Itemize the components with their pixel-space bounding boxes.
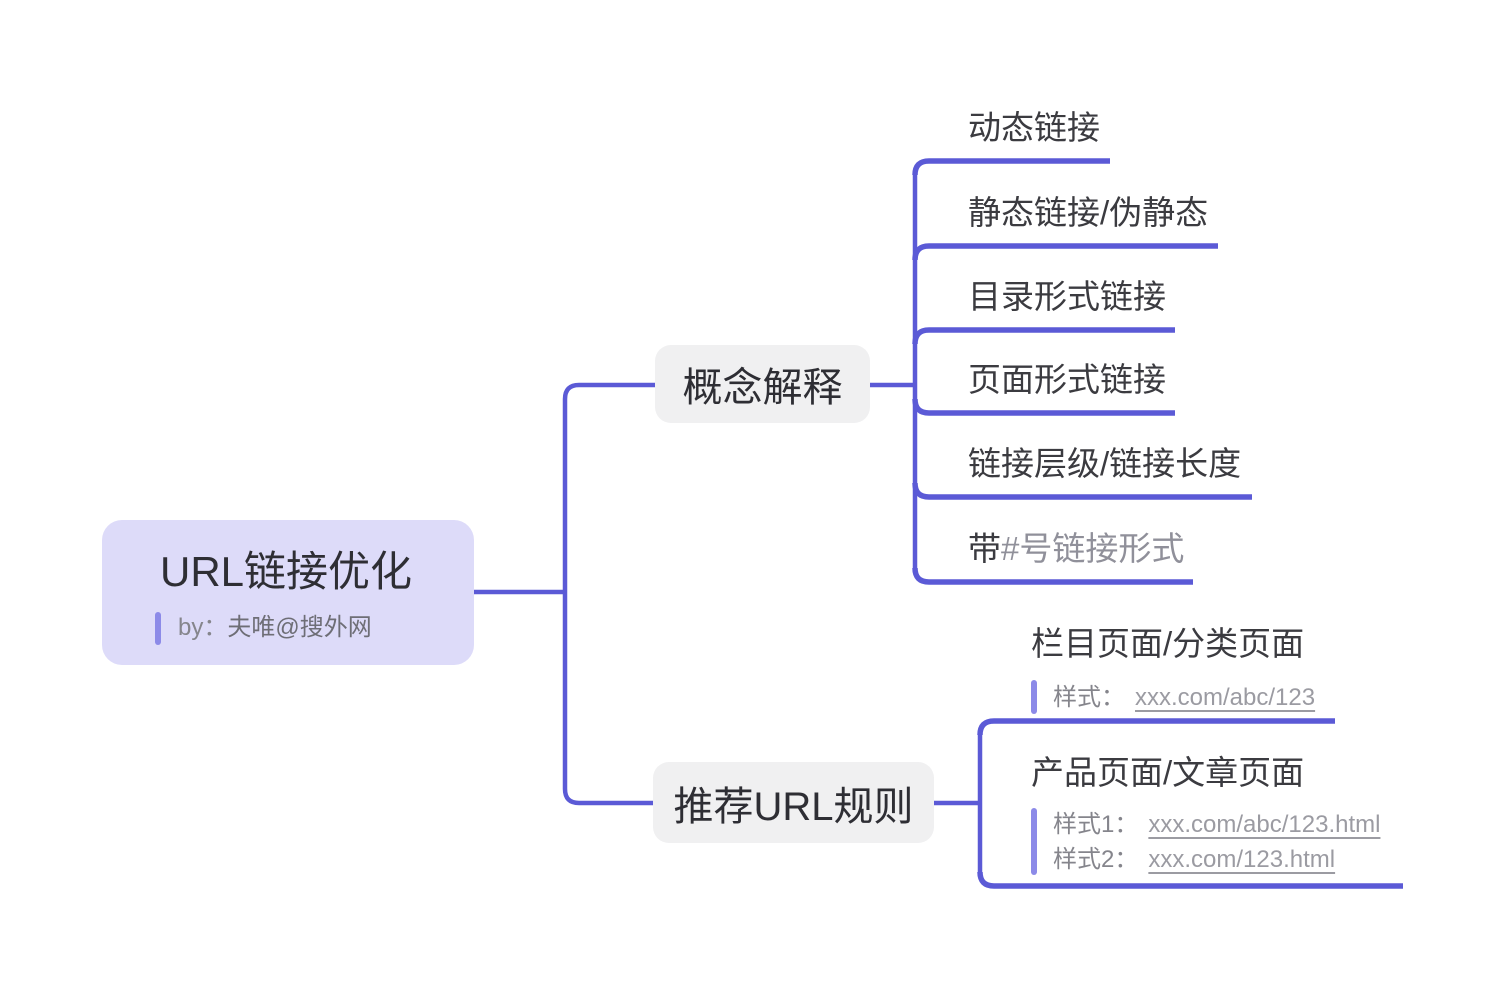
product-note-1-label: 样式1： [1053,811,1139,838]
leaf-hash-link-muted-part: #号链接形式 [1001,530,1185,567]
leaf-topic-page-link[interactable]: 页面形式链接 [968,361,1166,398]
product-note-2-link[interactable]: xxx.com/123.html [1148,846,1336,873]
underline-directory-link [912,327,1175,345]
leaf-topic-level-length[interactable]: 链接层级/链接长度 [968,445,1242,482]
underline-level-length [912,482,1252,500]
root-note-author: 夫唯@搜外网 [227,614,372,641]
product-page-note-bar [1031,808,1037,875]
leaf-topic-dynamic-link[interactable]: 动态链接 [968,109,1100,146]
leaf-topic-static-link[interactable]: 静态链接/伪静态 [968,194,1209,231]
underline-page-link [912,398,1175,416]
leaf-topic-hash-link[interactable]: 带#号链接形式 [968,527,1184,571]
branch-topic-concepts-label: 概念解释 [682,366,843,410]
leaf-hash-link-dark-part: 带 [968,530,1001,567]
underline-hash-link [912,567,1193,585]
leaf-topic-product-page[interactable]: 产品页面/文章页面 [1031,754,1305,791]
connector-root-trunk [562,382,655,806]
underline-static-link [912,243,1218,261]
category-page-note: 样式： xxx.com/abc/123 [1053,680,1315,715]
category-note-label: 样式： [1053,684,1125,711]
product-note-2-label: 样式2： [1053,846,1139,873]
branch-topic-rules[interactable]: 推荐URL规则 [653,762,934,843]
root-note-bar [155,612,161,645]
product-page-note-1: 样式1： xxx.com/abc/123.html [1053,807,1380,842]
leaf-topic-directory-link[interactable]: 目录形式链接 [968,278,1166,315]
branch-topic-concepts[interactable]: 概念解释 [655,345,870,423]
root-topic[interactable] [102,520,474,665]
branch-topic-rules-label: 推荐URL规则 [673,784,914,829]
category-note-link[interactable]: xxx.com/abc/123 [1135,684,1316,711]
underline-dynamic-link [912,158,1110,176]
underline-product-page [977,871,1403,889]
underline-category-page [977,718,1335,736]
root-note: by：夫唯@搜外网 [178,613,372,643]
leaf-topic-category-page[interactable]: 栏目页面/分类页面 [1031,625,1305,662]
product-page-note-2: 样式2： xxx.com/123.html [1053,842,1335,877]
root-note-label: by： [178,614,228,641]
category-page-note-bar [1031,680,1037,714]
product-note-1-link[interactable]: xxx.com/abc/123.html [1148,811,1381,838]
root-topic-title: URL链接优化 [160,548,413,595]
